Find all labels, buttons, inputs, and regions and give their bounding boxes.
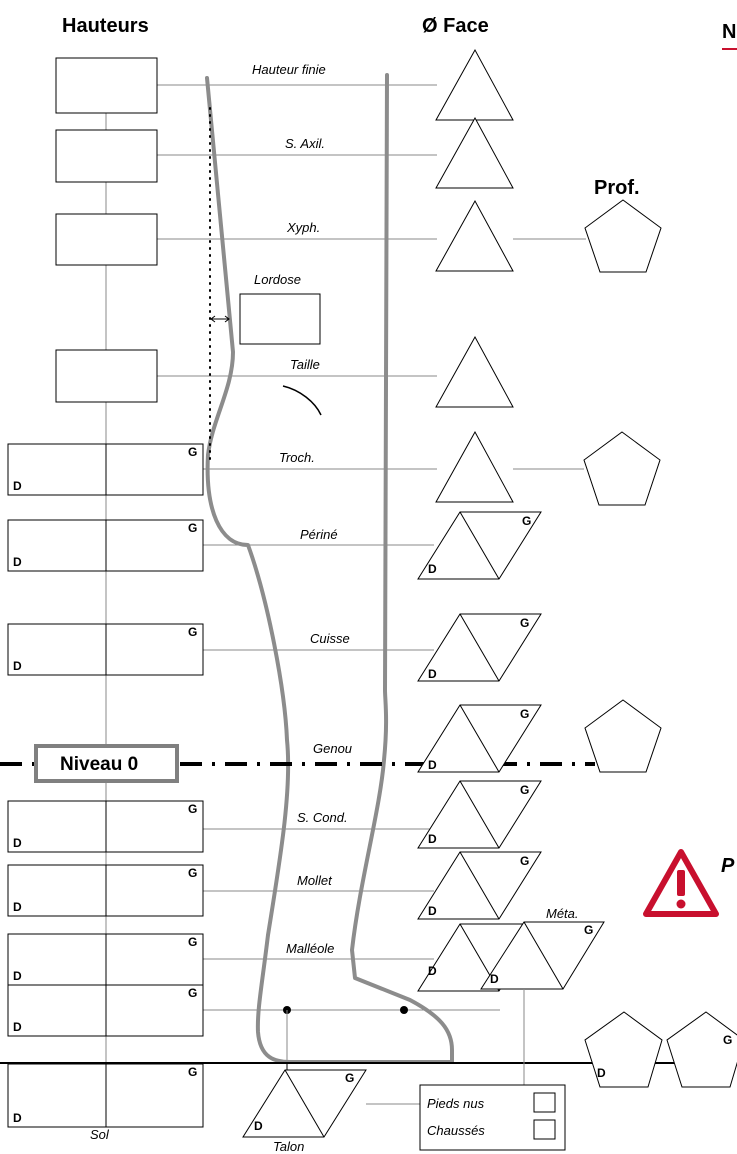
side-right-label: D — [597, 1066, 606, 1080]
paired-box-s-cond[interactable]: G D — [7, 800, 204, 853]
face-parallelogram-heel[interactable]: G D — [242, 1069, 367, 1138]
heights-header: Hauteurs — [62, 15, 149, 37]
side-right-label: D — [13, 900, 22, 914]
lordose-curve — [282, 385, 322, 416]
lordose-input-box[interactable] — [239, 293, 321, 345]
paired-box-thigh[interactable]: G D — [7, 623, 204, 676]
depth-pentagon-foot-left[interactable]: G — [666, 1011, 737, 1088]
level-zero-label: Niveau 0 — [60, 754, 138, 775]
side-right-label: D — [13, 479, 22, 493]
label-calf: Mollet — [297, 873, 333, 888]
face-triangle-xyph[interactable] — [435, 199, 514, 272]
label-thigh: Cuisse — [310, 631, 350, 646]
depth-pentagon-foot-right[interactable]: D — [584, 1011, 663, 1088]
face-triangle-waist[interactable] — [435, 335, 514, 408]
shod-checkbox[interactable] — [533, 1119, 556, 1140]
warning-icon — [643, 849, 719, 917]
paired-box-heel-height[interactable]: G D — [7, 984, 204, 1037]
depth-pentagon-xyph[interactable] — [584, 199, 662, 273]
side-right-label: D — [428, 904, 437, 918]
label-knee: Genou — [313, 741, 352, 756]
height-box-finished[interactable] — [55, 57, 158, 114]
label-waist: Taille — [290, 357, 320, 372]
side-left-label: G — [188, 802, 197, 816]
face-parallelogram-thigh[interactable]: G D — [417, 613, 542, 682]
label-heel: Talon — [273, 1139, 304, 1154]
side-right-label: D — [428, 758, 437, 772]
label-xyph: Xyph. — [286, 220, 320, 235]
height-box-axil[interactable] — [55, 129, 158, 183]
side-right-label: D — [428, 964, 437, 978]
side-left-label: G — [723, 1033, 732, 1047]
level-zero-box — [34, 744, 179, 783]
face-parallelogram-meta[interactable]: G D — [480, 921, 605, 990]
depth-pentagon-troch[interactable] — [583, 431, 661, 506]
shod-label: Chaussés — [427, 1123, 485, 1138]
side-right-label: D — [490, 972, 499, 986]
label-ground: Sol — [90, 1127, 110, 1142]
paired-box-malleolus[interactable]: G D — [7, 933, 204, 986]
side-right-label: D — [13, 659, 22, 673]
height-box-xyph[interactable] — [55, 213, 158, 266]
face-triangle-finished[interactable] — [435, 48, 514, 121]
side-left-label: G — [188, 625, 197, 639]
height-box-waist[interactable] — [55, 349, 158, 403]
depth-pentagon-knee[interactable] — [584, 699, 662, 773]
side-right-label: D — [254, 1119, 263, 1133]
face-triangle-troch[interactable] — [435, 430, 514, 503]
barefoot-checkbox[interactable] — [533, 1092, 556, 1113]
leg-outline — [205, 73, 454, 1078]
cut-off-header: N — [722, 21, 736, 43]
paired-box-ground[interactable]: G D — [7, 1063, 204, 1128]
label-perineum: Périné — [300, 527, 338, 542]
paired-box-troch[interactable]: G D — [7, 443, 204, 496]
paired-box-perineum[interactable]: G D — [7, 519, 204, 572]
side-left-label: G — [188, 445, 197, 459]
side-right-label: D — [13, 836, 22, 850]
side-left-label: G — [522, 514, 531, 528]
side-left-label: G — [188, 866, 197, 880]
side-left-label: G — [188, 521, 197, 535]
side-right-label: D — [13, 555, 22, 569]
side-right-label: D — [428, 562, 437, 576]
depth-header: Prof. — [594, 177, 640, 199]
side-right-label: D — [13, 1020, 22, 1034]
label-s-cond: S. Cond. — [297, 810, 348, 825]
face-parallelogram-perineum[interactable]: G D — [417, 511, 542, 580]
side-left-label: G — [188, 986, 197, 1000]
side-left-label: G — [520, 616, 529, 630]
side-right-label: D — [13, 969, 22, 983]
side-right-label: D — [13, 1111, 22, 1125]
side-right-label: D — [428, 832, 437, 846]
face-parallelogram-knee[interactable]: G D — [417, 704, 542, 773]
side-right-label: D — [428, 667, 437, 681]
barefoot-label: Pieds nus — [427, 1096, 485, 1111]
face-triangle-axil[interactable] — [435, 116, 514, 189]
feet-condition-box: Pieds nus Chaussés — [419, 1084, 566, 1151]
label-meta: Méta. — [546, 906, 579, 921]
side-left-label: G — [345, 1071, 354, 1085]
side-left-label: G — [188, 1065, 197, 1079]
side-left-label: G — [520, 854, 529, 868]
label-troch: Troch. — [279, 450, 315, 465]
paired-box-calf[interactable]: G D — [7, 864, 204, 917]
label-finished-height: Hauteur finie — [252, 62, 326, 77]
meta-point — [400, 1006, 408, 1014]
side-left-label: G — [188, 935, 197, 949]
face-parallelogram-s-cond[interactable]: G D — [417, 780, 542, 849]
label-malleolus: Malléole — [286, 941, 334, 956]
label-lordose: Lordose — [254, 272, 301, 287]
side-left-label: G — [584, 923, 593, 937]
side-left-label: G — [520, 707, 529, 721]
face-parallelogram-calf[interactable]: G D — [417, 851, 542, 920]
label-axil: S. Axil. — [285, 136, 325, 151]
warning-text: P — [721, 855, 735, 877]
side-left-label: G — [520, 783, 529, 797]
guide-lines — [157, 84, 586, 1011]
face-header: Ø Face — [422, 15, 489, 37]
